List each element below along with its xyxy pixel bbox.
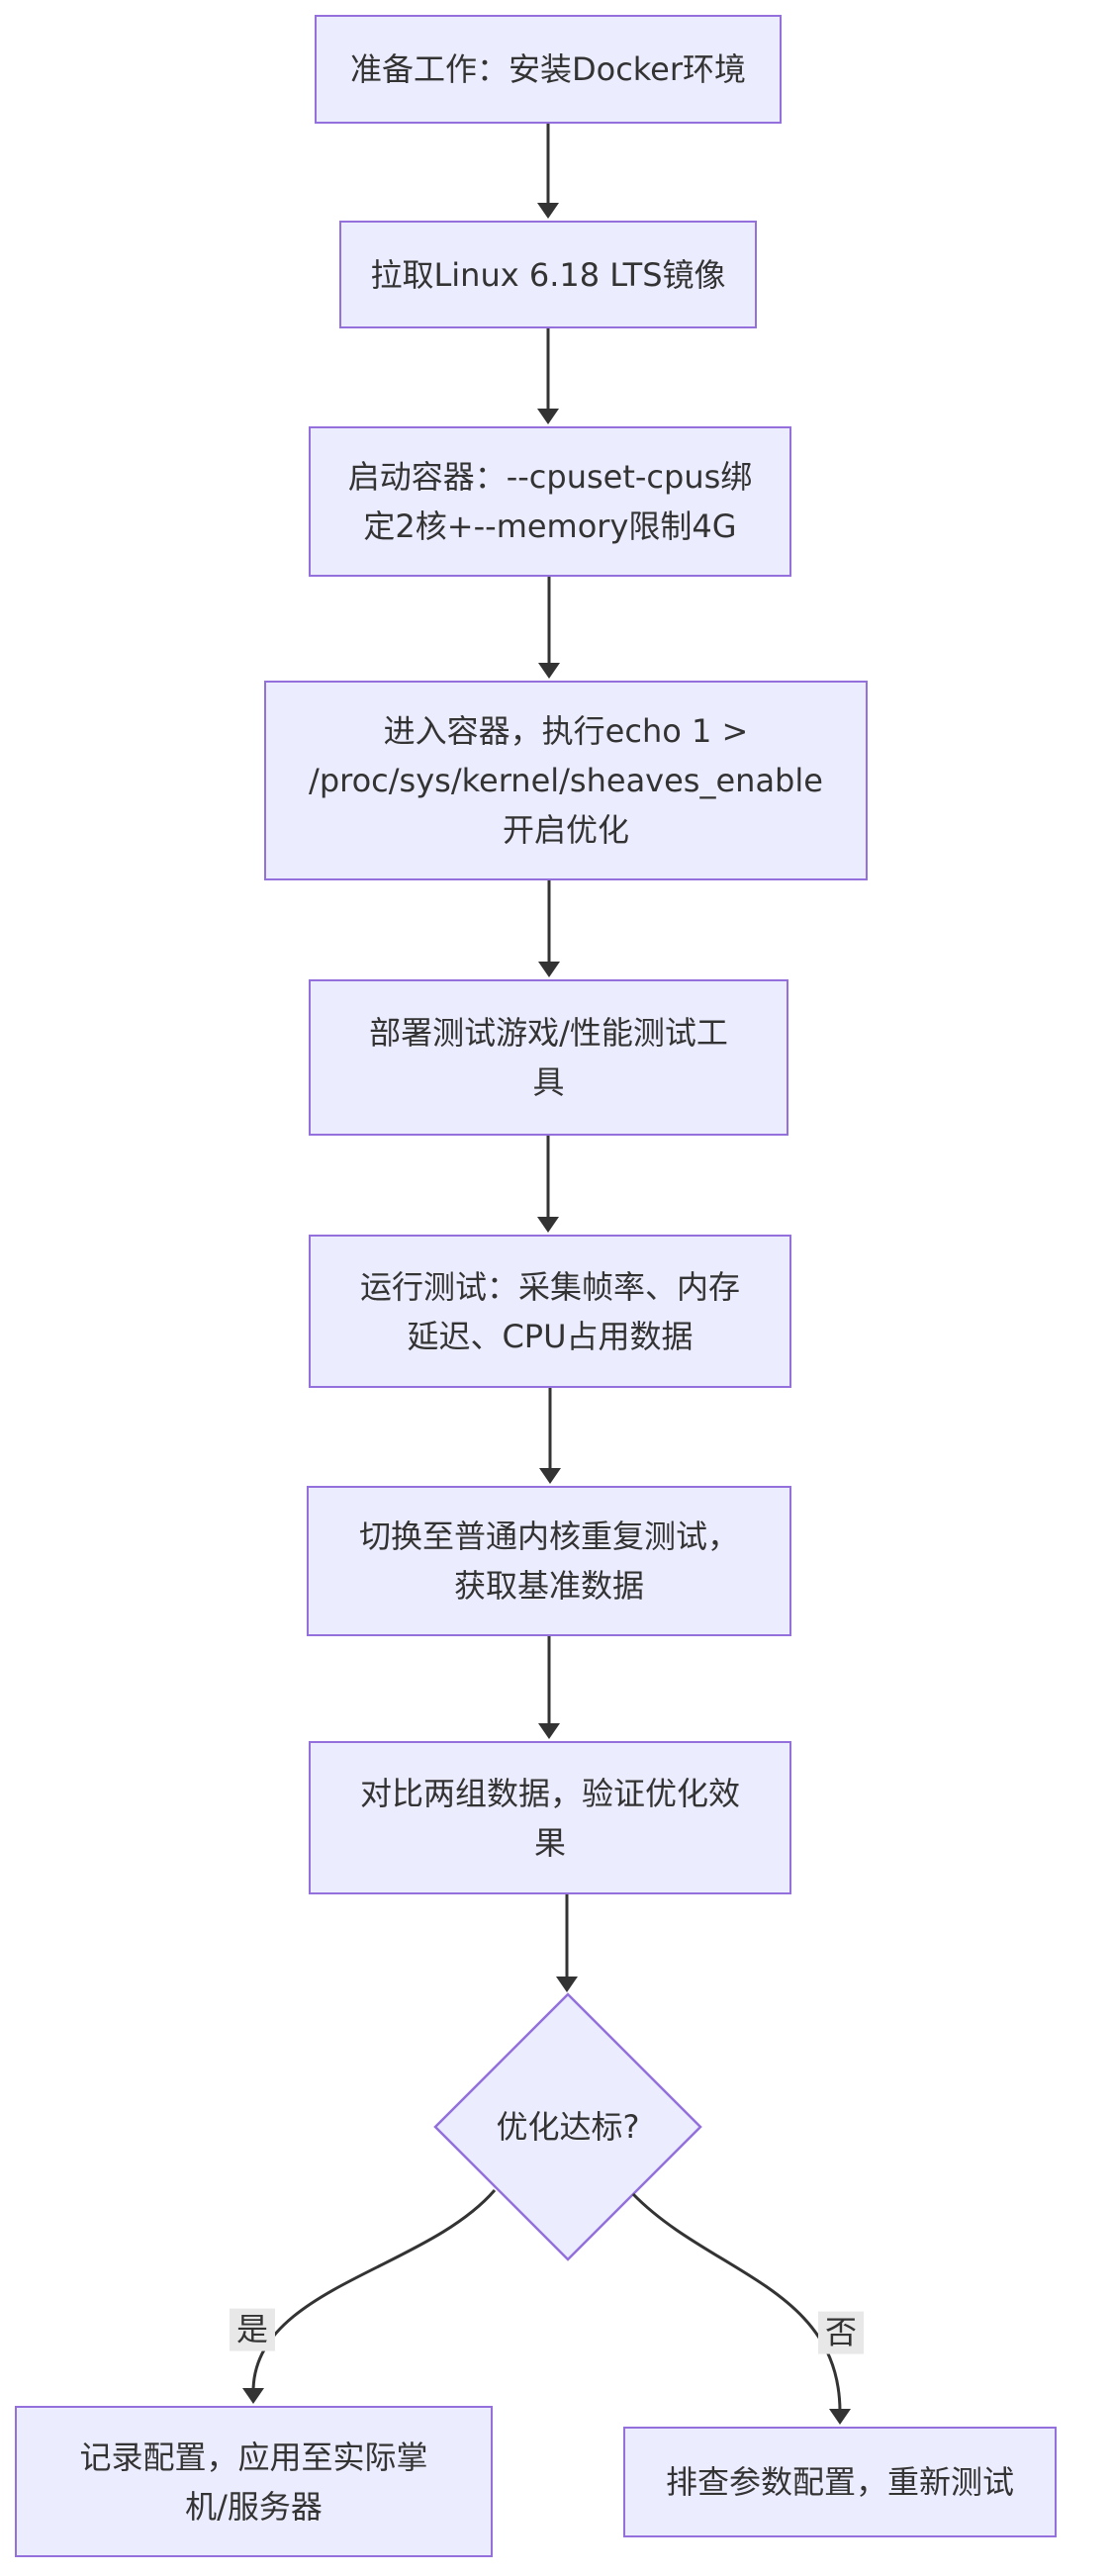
- node-yes-result: 记录配置，应用至实际掌 机/服务器: [15, 2406, 493, 2557]
- node-step-2-label: 拉取Linux 6.18 LTS镜像: [370, 255, 726, 294]
- edge-step3-step4: [538, 577, 560, 679]
- arrowhead-icon: [538, 1723, 560, 1739]
- edge-line: [251, 2189, 497, 2391]
- edge-line: [631, 2192, 842, 2412]
- node-step-1-label: 准备工作：安装Docker环境: [349, 50, 747, 88]
- node-step-5: 部署测试游戏/性能测试工 具: [309, 979, 788, 1136]
- arrowhead-icon: [537, 409, 559, 424]
- arrowhead-icon: [556, 1977, 578, 1992]
- edge-decision-yes: [242, 2189, 497, 2404]
- node-step-3-label: 启动容器：--cpuset-cpus绑 定2核+--memory限制4G: [347, 458, 753, 545]
- node-yes-result-label: 记录配置，应用至实际掌 机/服务器: [79, 2438, 428, 2526]
- node-step-7-label: 切换至普通内核重复测试， 获取基准数据: [358, 1518, 739, 1605]
- decision-diamond-shape: [433, 1992, 702, 2261]
- edge-label-no: 否: [817, 2311, 865, 2354]
- edge-step4-step5: [538, 880, 560, 977]
- node-step-1: 准备工作：安装Docker环境: [315, 15, 782, 124]
- edge-step8-decision: [556, 1894, 578, 1992]
- edge-step6-step7: [539, 1388, 561, 1484]
- node-no-result-label: 排查参数配置，重新测试: [665, 2463, 1014, 2501]
- arrowhead-icon: [537, 1217, 559, 1233]
- edge-decision-no: [631, 2192, 851, 2425]
- node-step-7: 切换至普通内核重复测试， 获取基准数据: [307, 1486, 791, 1636]
- arrowhead-icon: [829, 2409, 851, 2425]
- node-step-4-label: 进入容器，执行echo 1 > /proc/sys/kernel/sheaves…: [309, 712, 823, 849]
- node-step-8-label: 对比两组数据，验证优化效 果: [359, 1774, 740, 1862]
- edge-step7-step8: [538, 1636, 560, 1739]
- edge-step2-step3: [537, 328, 559, 424]
- arrowhead-icon: [242, 2388, 264, 2404]
- arrowhead-icon: [539, 1468, 561, 1484]
- arrowhead-icon: [538, 962, 560, 977]
- edge-step1-step2: [537, 122, 559, 219]
- node-decision-label: 优化达标?: [496, 2108, 640, 2146]
- edge-step5-step6: [537, 1136, 559, 1233]
- node-step-4: 进入容器，执行echo 1 > /proc/sys/kernel/sheaves…: [264, 681, 868, 880]
- arrowhead-icon: [538, 663, 560, 679]
- node-step-3: 启动容器：--cpuset-cpus绑 定2核+--memory限制4G: [309, 426, 791, 577]
- node-step-6: 运行测试：采集帧率、内存 延迟、CPU占用数据: [309, 1235, 791, 1388]
- node-no-result: 排查参数配置，重新测试: [623, 2427, 1057, 2537]
- node-step-2: 拉取Linux 6.18 LTS镜像: [339, 221, 757, 328]
- arrowhead-icon: [537, 203, 559, 219]
- edge-label-yes: 是: [229, 2308, 276, 2351]
- node-step-8: 对比两组数据，验证优化效 果: [309, 1741, 791, 1894]
- node-decision: 优化达标?: [435, 1994, 700, 2259]
- node-step-6-label: 运行测试：采集帧率、内存 延迟、CPU占用数据: [359, 1267, 740, 1355]
- node-step-5-label: 部署测试游戏/性能测试工 具: [369, 1014, 728, 1101]
